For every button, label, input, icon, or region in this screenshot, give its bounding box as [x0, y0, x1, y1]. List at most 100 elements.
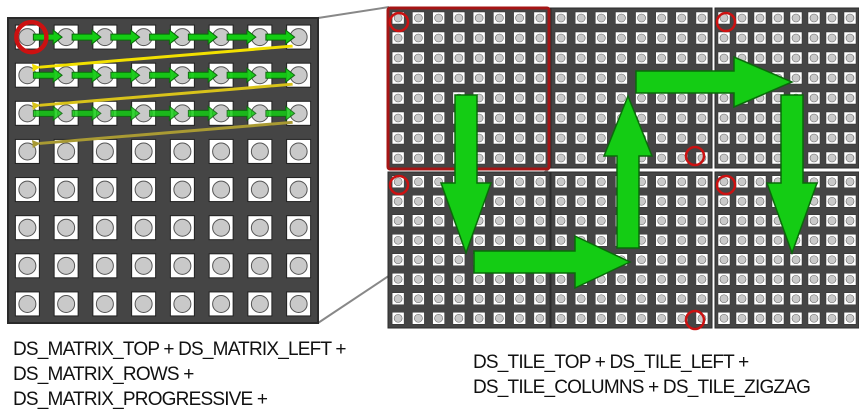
tile-led-dot: [755, 53, 765, 63]
matrix-led-dot: [289, 256, 308, 275]
tile-led-dot: [827, 133, 837, 143]
matrix-led: [53, 138, 79, 164]
tile-start-marker-icon: [715, 174, 737, 196]
tile-led-dot: [719, 113, 729, 123]
tile-led-dot: [809, 133, 819, 143]
tile-led-dot: [845, 313, 855, 323]
tile-led-dot: [677, 255, 687, 265]
tile-led-dot: [755, 255, 765, 265]
matrix-led-dot: [95, 218, 114, 237]
tile-led-dot: [597, 33, 606, 43]
tile-led-dot: [845, 255, 855, 265]
tile-led-dot: [737, 255, 747, 265]
matrix-led: [247, 291, 273, 317]
matrix-led: [92, 253, 118, 279]
matrix-led: [208, 138, 234, 164]
tile-led-dot: [515, 216, 524, 226]
tile-led-dot: [755, 177, 765, 187]
matrix-led: [286, 177, 312, 203]
tile-led-dot: [414, 313, 423, 323]
tile-led-dot: [535, 73, 545, 83]
tile-led-dot: [791, 13, 801, 23]
tile-order-arrow: [602, 93, 654, 249]
matrix-led: [14, 177, 40, 203]
matrix-led: [131, 138, 157, 164]
tile-led-dot: [845, 73, 855, 83]
step-arrow: [71, 29, 102, 46]
tile-led-dot: [556, 73, 566, 83]
tile-led-dot: [657, 294, 666, 304]
tile-led-dot: [515, 53, 524, 63]
matrix-led: [131, 253, 157, 279]
tile-led-dot: [773, 313, 783, 323]
tile-led-dot: [597, 133, 606, 143]
tile-led-dot: [755, 235, 765, 245]
tile-led-dot: [677, 33, 687, 43]
step-arrow: [149, 105, 180, 122]
tile-led-dot: [809, 33, 819, 43]
tile-led-dot: [845, 153, 855, 163]
tile-led-dot: [495, 177, 504, 187]
tile-led-dot: [434, 33, 443, 43]
tile-led-dot: [827, 33, 837, 43]
tile-led-dot: [827, 235, 837, 245]
tile-led-dot: [576, 216, 586, 226]
tile-led-dot: [737, 153, 747, 163]
tile-led-dot: [637, 113, 646, 123]
tile-led-dot: [677, 133, 687, 143]
tile-led-dot: [677, 53, 687, 63]
tile-led-dot: [677, 196, 687, 206]
matrix-led: [208, 253, 234, 279]
tile-led-dot: [556, 274, 566, 284]
tile-led-dot: [657, 255, 666, 265]
tile-led-dot: [414, 153, 423, 163]
tile-start-marker-icon: [684, 145, 706, 167]
matrix-caption-line-2: DS_MATRIX_ROWS +: [13, 364, 194, 385]
tile-led-dot: [393, 113, 403, 123]
tile-led-dot: [597, 235, 606, 245]
tile-led-dot: [576, 73, 586, 83]
tile-led-dot: [657, 313, 666, 323]
matrix-led-dot: [18, 218, 37, 237]
tile-led-dot: [535, 294, 545, 304]
matrix-led-dot: [57, 294, 76, 313]
tile-led-dot: [697, 177, 707, 187]
tile-led-dot: [755, 274, 765, 284]
tile-led-dot: [597, 113, 606, 123]
tile-led-dot: [474, 274, 484, 284]
tile-led-dot: [657, 196, 666, 206]
tile-2-1: [387, 171, 551, 329]
tile-led-dot: [474, 313, 484, 323]
tile-led-dot: [576, 33, 586, 43]
tile-led-dot: [495, 73, 504, 83]
tile-led-dot: [393, 53, 403, 63]
step-arrow: [187, 29, 218, 46]
matrix-led: [92, 177, 118, 203]
tile-led-dot: [719, 153, 729, 163]
row-return-arrow: [32, 120, 293, 149]
tile-led-dot: [845, 93, 855, 103]
tile-led-dot: [617, 93, 626, 103]
tile-led-dot: [556, 177, 566, 187]
tile-led-dot: [827, 93, 837, 103]
step-arrow: [32, 67, 63, 84]
step-arrow: [71, 105, 102, 122]
tile-led-dot: [677, 153, 687, 163]
row-return-arrow: [32, 44, 293, 72]
tile-led-dot: [597, 216, 606, 226]
matrix-led: [286, 138, 312, 164]
matrix-caption-line-1: DS_MATRIX_TOP + DS_MATRIX_LEFT +: [13, 339, 347, 360]
matrix-led: [208, 177, 234, 203]
tile-led-dot: [845, 196, 855, 206]
tile-led-dot: [677, 93, 687, 103]
tile-led-dot: [637, 274, 646, 284]
tile-led-dot: [535, 196, 545, 206]
tile-led-dot: [791, 33, 801, 43]
tile-led-dot: [454, 255, 464, 265]
tile-led-dot: [515, 133, 524, 143]
tile-led-dot: [719, 53, 729, 63]
tile-led-dot: [827, 13, 837, 23]
tile-led-dot: [414, 216, 423, 226]
tile-led-dot: [697, 294, 707, 304]
